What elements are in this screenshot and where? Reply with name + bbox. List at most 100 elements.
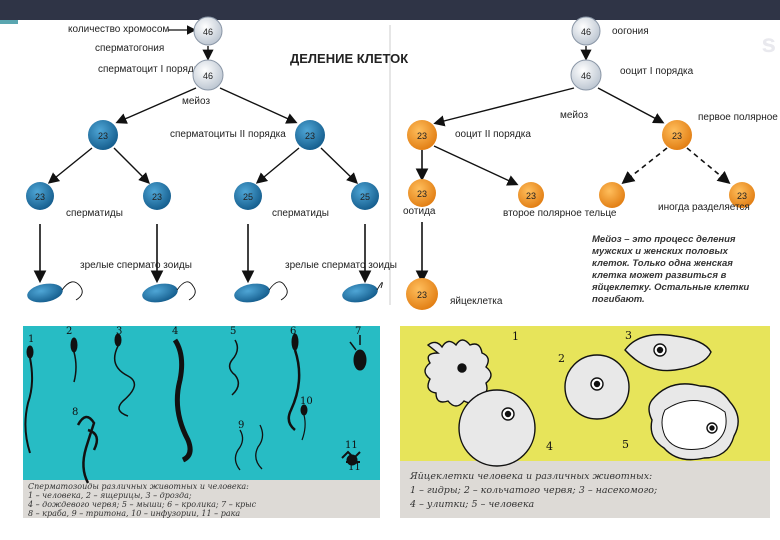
ootid-count: 23 <box>417 189 427 199</box>
arrow-to-cyte2-left <box>115 87 197 124</box>
spermatids-label-left: сперматиды <box>66 208 123 219</box>
diagram-title: ДЕЛЕНИЕ КЛЕТОК <box>290 51 408 66</box>
egg-caption-background <box>400 461 770 518</box>
first-polar-count: 23 <box>672 131 682 141</box>
egg-number-labels: 1 2 3 4 5 <box>512 329 632 453</box>
svg-text:8: 8 <box>72 407 78 418</box>
sperm-illustration-panel: 2 3 4 5 6 7 8 9 10 11 <box>23 326 380 518</box>
sperm-number-label: 1 <box>28 334 34 345</box>
egg-caption-line-1: Яйцеклетки человека и различных животных… <box>410 471 653 482</box>
svg-text:4: 4 <box>172 326 178 337</box>
spermatocyte2-cell-right <box>295 120 325 150</box>
spermatocyte1-cell <box>192 59 224 91</box>
spermatogonia-label: сперматогония <box>95 43 164 54</box>
first-polar-label: первое полярное тельце <box>698 112 780 123</box>
female-line: 46 оогония 46 ооцит I порядка мейоз 23 о… <box>403 16 780 310</box>
arrow-to-tid-2 <box>113 147 150 184</box>
ootid-cell <box>408 179 436 207</box>
egg-caption-line-3: 4 – улитки; 5 – человека <box>410 499 535 510</box>
polar-division-cell-left <box>599 182 625 208</box>
dashed-arrow-right <box>686 147 731 185</box>
ootid-label: оотида <box>403 206 436 217</box>
svg-text:10: 10 <box>300 396 313 407</box>
sperm-panel-background <box>23 326 380 480</box>
svg-text:3: 3 <box>116 326 122 337</box>
sperm-caption: Сперматозоиды различных животных и челов… <box>28 482 378 518</box>
egg-cell <box>406 278 438 310</box>
arrow-to-tid-1 <box>47 147 93 184</box>
oogonia-count: 46 <box>581 27 591 37</box>
oogonia-label: оогония <box>612 26 649 37</box>
spermatid-count-2: 23 <box>152 192 162 202</box>
sperm-caption-line-4: 8 – краба, 9 – тритона, 10 – инфузории, … <box>28 509 241 518</box>
spermatocyte1-label: сперматоцит I порядка <box>98 64 204 75</box>
spermatogonia-count: 46 <box>203 27 213 37</box>
oogonia-cell <box>571 16 601 46</box>
second-polar-count: 23 <box>526 191 536 201</box>
slide-accent <box>0 20 18 24</box>
meiosis-note: Мейоз – это процесс деления мужских и же… <box>592 234 750 305</box>
second-polar-cell <box>518 182 544 208</box>
sperm-caption-background <box>23 480 380 518</box>
svg-text:5: 5 <box>622 438 629 451</box>
oocyte2-cell <box>407 120 437 150</box>
first-polar-cell <box>662 120 692 150</box>
sperm-caption-line-1: Сперматозоиды различных животных и челов… <box>28 482 249 491</box>
oocyte1-label: ооцит I порядка <box>620 66 694 77</box>
spermatid-count-1: 23 <box>35 192 45 202</box>
mature-sperm-label-left: зрелые спермато зоиды <box>80 260 192 271</box>
oocyte2-label: ооцит II порядка <box>455 129 531 140</box>
slide-top-bar <box>0 0 780 24</box>
egg-illustration-panel: 1 2 3 4 5 <box>400 326 770 518</box>
egg-label: яйцеклетка <box>450 296 503 307</box>
egg-count: 23 <box>417 290 427 300</box>
dashed-arrow-left <box>621 147 668 184</box>
spermatocyte2-count-left: 23 <box>98 131 108 141</box>
oocyte2-count: 23 <box>417 131 427 141</box>
polar-division-count: 23 <box>737 191 747 201</box>
svg-text:3: 3 <box>625 329 632 342</box>
sometimes-divides-label: иногда разделяется <box>658 202 750 213</box>
svg-text:1: 1 <box>512 330 519 343</box>
spermatocyte2-count-right: 23 <box>305 131 315 141</box>
spermatocyte1-count: 46 <box>203 71 213 81</box>
arrow-to-second-polar <box>433 145 519 186</box>
sperm-number-labels: 2 3 4 5 6 7 8 9 10 11 <box>66 326 361 451</box>
oocyte1-count: 46 <box>581 71 591 81</box>
spermatocyte2-cell-left <box>88 120 118 150</box>
arrow-to-cyte2-right <box>219 87 298 124</box>
svg-text:2: 2 <box>558 352 565 365</box>
spermatid-count-4: 25 <box>360 192 370 202</box>
spermatid-cells <box>26 182 379 210</box>
svg-text:5: 5 <box>230 326 236 337</box>
svg-text:6: 6 <box>290 326 296 337</box>
svg-text:4: 4 <box>546 440 553 453</box>
male-line: количество хромосом сперматогония сперма… <box>26 16 397 303</box>
second-polar-label: второе полярное тельце <box>503 208 617 219</box>
oocyte1-cell <box>570 59 602 91</box>
spermatogonia-cell <box>193 16 223 46</box>
arrow-to-tid-3 <box>255 147 300 184</box>
arrow-to-oocyte2 <box>433 87 575 127</box>
egg-caption: Яйцеклетки человека и различных животных… <box>410 470 765 512</box>
female-meiosis-label: мейоз <box>560 110 588 121</box>
sperm-number-label: 11 <box>348 462 361 473</box>
sperm-caption-line-2: 1 – человека, 2 – ящерицы, 3 – дрозда; <box>28 491 192 500</box>
spermatids-label-right: сперматиды <box>272 208 329 219</box>
svg-text:9: 9 <box>238 420 244 431</box>
mature-sperm-cells <box>27 281 383 303</box>
arrow-to-tid-4 <box>320 147 359 184</box>
sperm-drawings <box>24 333 367 484</box>
egg-caption-line-2: 1 – гидры; 2 – кольчатого червя; 3 – нас… <box>410 485 658 496</box>
arrow-to-first-polar <box>597 87 665 124</box>
egg-drawings <box>424 333 739 467</box>
sperm-caption-line-3: 4 – дождевого червя; 5 – мыши; 6 – кроли… <box>28 500 257 509</box>
chromosome-count-label: количество хромосом <box>68 24 169 35</box>
mature-sperm-label-right: зрелые спермато зоиды <box>285 260 397 271</box>
svg-text:7: 7 <box>355 326 361 337</box>
male-meiosis-label: мейоз <box>182 96 210 107</box>
slide-watermark-corner: s <box>761 28 776 58</box>
svg-text:2: 2 <box>66 326 72 337</box>
svg-text:11: 11 <box>345 440 358 451</box>
spermatocytes2-label: сперматоциты II порядка <box>170 129 286 140</box>
